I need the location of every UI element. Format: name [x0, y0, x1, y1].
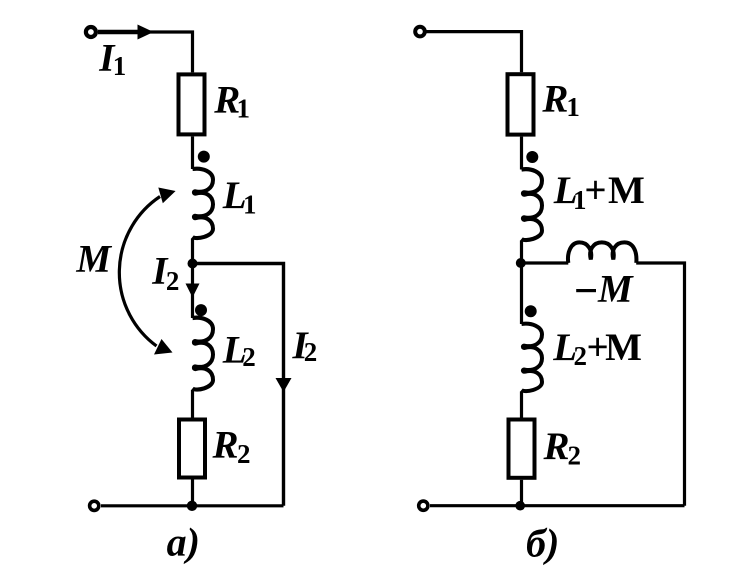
svg-text:1: 1 [237, 94, 251, 124]
svg-text:R: R [543, 425, 570, 468]
svg-text:R: R [541, 77, 568, 120]
svg-text:R: R [213, 78, 240, 121]
svg-text:б): б) [526, 520, 559, 565]
svg-text:2: 2 [304, 337, 318, 367]
svg-text:2: 2 [568, 440, 582, 470]
svg-text:I: I [98, 36, 116, 79]
svg-text:М: М [608, 169, 645, 212]
svg-text:L: L [222, 174, 247, 217]
svg-text:1: 1 [566, 92, 580, 122]
svg-text:+: + [587, 326, 609, 369]
svg-text:I: I [151, 250, 169, 293]
svg-text:2: 2 [242, 342, 256, 372]
svg-text:2: 2 [166, 266, 180, 296]
svg-text:I: I [292, 324, 310, 367]
svg-text:L: L [552, 326, 577, 369]
svg-text:2: 2 [574, 341, 588, 371]
svg-text:L: L [222, 329, 247, 372]
svg-text:R: R [212, 424, 239, 467]
svg-text:1: 1 [573, 185, 587, 215]
svg-text:2: 2 [237, 439, 251, 469]
svg-text:M: M [75, 237, 112, 280]
svg-text:1: 1 [113, 51, 127, 81]
svg-text:M: M [597, 268, 634, 311]
svg-text:+: + [584, 169, 606, 212]
svg-text:L: L [553, 169, 578, 212]
svg-text:а): а) [167, 519, 200, 564]
svg-text:1: 1 [243, 190, 257, 220]
svg-text:М: М [605, 326, 642, 369]
